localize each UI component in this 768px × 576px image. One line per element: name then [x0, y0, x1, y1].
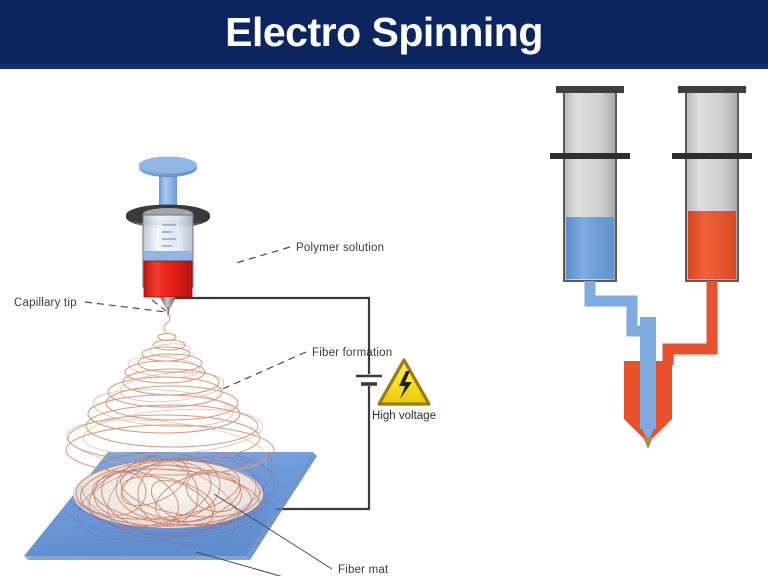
polymer-solution-label: Polymer solution: [296, 242, 384, 254]
nozzle-core: [640, 317, 656, 429]
fiber-mat-surface: [73, 460, 263, 528]
label-leader-lines: [84, 246, 333, 576]
lightning-bolt-glyph: [399, 371, 412, 399]
leader-polymer-solution: [235, 246, 291, 264]
capillary-needle: [160, 297, 176, 309]
capillary-tip-label: Capillary tip: [14, 297, 77, 309]
polymer-solution-fluid: [144, 261, 192, 297]
leader-capillary-tip-main: [84, 301, 167, 313]
electrospinning-setup-figure: High voltage: [0, 69, 540, 576]
fiber-formation-cone-secondary: [66, 343, 266, 473]
syringe: [126, 156, 210, 315]
slide-content-area: High voltage: [0, 69, 768, 576]
page-title: Electro Spinning: [225, 8, 543, 55]
left-syringe-tube: [584, 281, 648, 337]
fiber-formation-label: Fiber formation: [312, 347, 392, 359]
high-voltage-label: High voltage: [372, 410, 436, 422]
fiber-formation-cone: [65, 313, 275, 476]
plunger-tip: [144, 251, 192, 261]
left-syringe-flange: [550, 153, 630, 159]
slide-title-bar: Electro Spinning: [0, 0, 768, 64]
right-syringe-fluid: [688, 211, 736, 279]
leader-fiber-formation: [217, 351, 307, 392]
right-syringe-flange: [672, 153, 752, 159]
coaxial-nozzle: [624, 317, 672, 449]
coaxial-syringe-svg: [550, 86, 752, 449]
leader-counter-electrode: [195, 551, 282, 576]
left-syringe-fluid: [566, 217, 614, 279]
right-syringe-tube: [662, 281, 718, 365]
nozzle-droplet-tip: [643, 437, 653, 449]
electrospinning-svg: High voltage: [14, 156, 436, 576]
right-syringe-plunger-top: [678, 86, 746, 93]
fiber-mat: [73, 460, 263, 528]
fiber-mat-label: Fiber mat: [338, 564, 389, 576]
high-voltage-warning-icon: [377, 358, 431, 406]
coaxial-syringe-figure: [540, 69, 768, 576]
title-bar-underline: [0, 64, 768, 69]
left-syringe-blue: [550, 86, 648, 337]
right-syringe-red: [662, 86, 752, 365]
leader-fiber-mat: [213, 493, 333, 570]
leader-capillary-tip: [151, 299, 167, 312]
left-syringe-plunger-top: [556, 86, 624, 93]
battery-symbol: [356, 374, 382, 386]
